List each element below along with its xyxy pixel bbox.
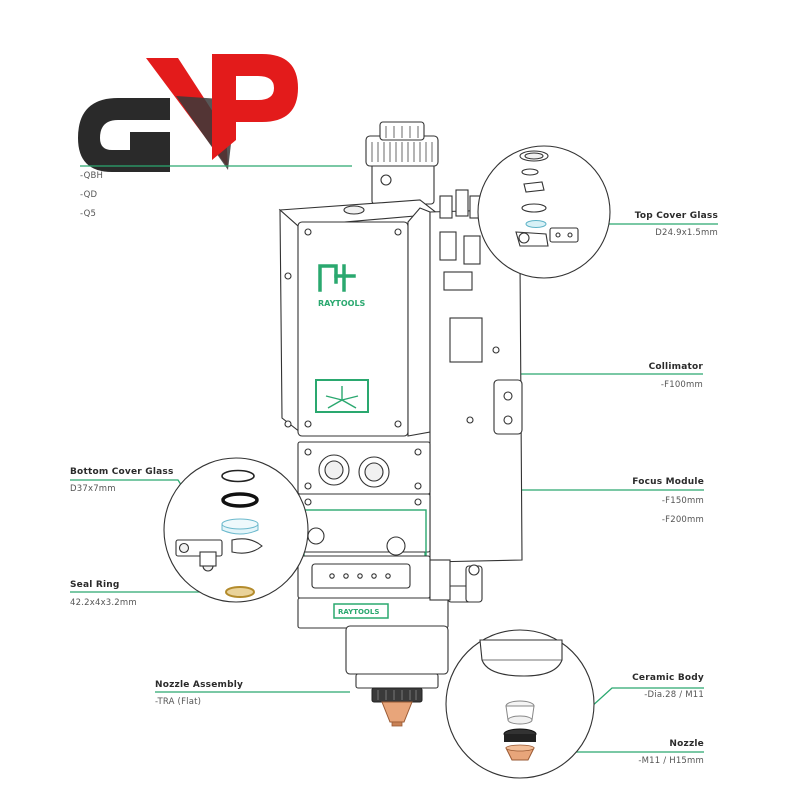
- spec-nozzle: -M11 / H15mm: [638, 756, 704, 766]
- nozzle-tip: [381, 701, 413, 723]
- label-ceramic-body: Ceramic Body: [632, 673, 704, 683]
- spec-focus-module: -F150mm: [661, 496, 704, 506]
- bottom-brand-badge: [333, 603, 389, 619]
- laser-head-body: RAYTOOLS: [278, 121, 523, 727]
- label-focus-module: Focus Module: [632, 477, 704, 487]
- spec-seal-ring: 42.2x4x3.2mm: [70, 598, 137, 608]
- nozzle-assembly-sleeve: [345, 625, 449, 675]
- seal-ring-part: [225, 586, 255, 598]
- spec-top-cover-glass: D24.9x1.5mm: [655, 228, 718, 238]
- label-seal-ring: Seal Ring: [70, 580, 120, 590]
- label-collimator: Collimator: [648, 362, 703, 372]
- nozzle-threaded-collar: [371, 687, 423, 703]
- bottom-brand-text: RAYTOOLS: [338, 608, 379, 616]
- focus-knob-right: [358, 456, 390, 488]
- logo-g-shape: [78, 98, 170, 172]
- callout-top-cover-glass: [477, 145, 611, 279]
- label-top-cover-glass: Top Cover Glass: [634, 211, 718, 221]
- fiber-connector-option: -QD: [80, 190, 98, 200]
- gp-logo: [78, 54, 298, 172]
- label-bottom-cover-glass: Bottom Cover Glass: [70, 467, 174, 477]
- spec-nozzle-assembly: -TRA (Flat): [155, 697, 202, 707]
- spec-bottom-cover-glass: D37x7mm: [70, 484, 116, 494]
- spec-ceramic-body: -Dia.28 / M11: [644, 690, 704, 700]
- label-nozzle: Nozzle: [669, 739, 704, 749]
- logo-p-shape: [212, 54, 298, 160]
- fiber-connector-option: -Q5: [80, 209, 97, 219]
- spec-focus-module: -F200mm: [661, 515, 704, 525]
- air-fitting: [447, 564, 483, 603]
- callout-nozzle: [445, 629, 595, 779]
- collimator-cover: [279, 208, 301, 434]
- raytools-emblem: [318, 264, 356, 292]
- raytools-emblem-text: RAYTOOLS: [318, 299, 366, 308]
- nozzle-assembly-ring: [355, 673, 439, 689]
- fiber-connector-option: -QBH: [80, 171, 104, 181]
- spec-collimator: -F100mm: [660, 380, 703, 390]
- label-nozzle-assembly: Nozzle Assembly: [155, 680, 244, 690]
- focus-knob-left: [318, 454, 350, 486]
- callout-bottom-cover-glass: [163, 457, 309, 603]
